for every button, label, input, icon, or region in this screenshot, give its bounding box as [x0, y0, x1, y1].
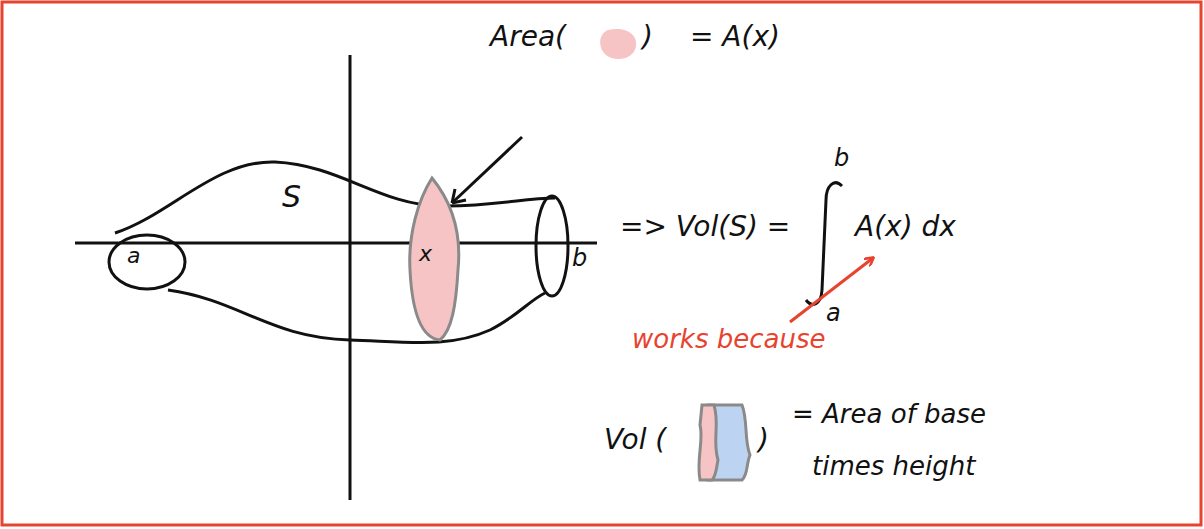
end-face [536, 196, 568, 296]
limit-label: a [826, 300, 841, 326]
limit-label: b [834, 145, 849, 171]
formula-text: A(x) dx [855, 212, 956, 243]
formula-text: = Area of base [792, 400, 986, 429]
y-axis [349, 55, 352, 500]
point-label: a [127, 244, 140, 268]
formula-text: ) [758, 425, 769, 456]
note-text: works because [632, 325, 825, 354]
solid-outline [168, 290, 545, 343]
formula-text: = A(x) [690, 22, 780, 53]
formula-text: Vol ( [604, 425, 666, 456]
region-label: S [282, 180, 301, 213]
formula-text: ) [642, 22, 653, 53]
end-face [109, 235, 185, 289]
formula-text: Area( [490, 22, 566, 53]
point-label: b [572, 245, 587, 271]
point-label: x [419, 242, 432, 266]
slab-icon [699, 405, 718, 480]
formula-text: => Vol(S) = [620, 212, 790, 243]
pointer-line [452, 137, 522, 203]
slice-icon [600, 29, 636, 59]
solid-outline [115, 162, 555, 233]
formula-text: times height [812, 452, 975, 481]
x-axis [75, 242, 597, 245]
